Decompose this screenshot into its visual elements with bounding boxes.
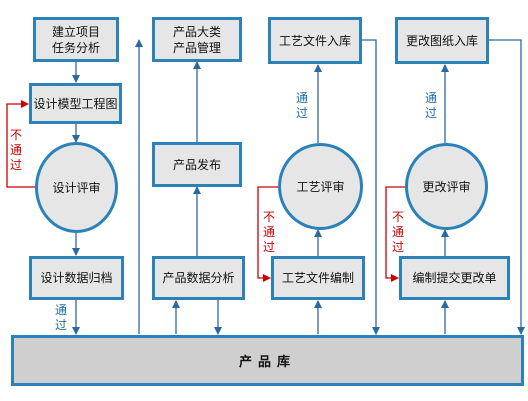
product-analysis-node[interactable]: 产品数据分析 <box>152 256 245 300</box>
design-archive-pass-label: 通 过 <box>55 303 68 332</box>
change-submit-node[interactable]: 编制提交更改单 <box>399 256 510 300</box>
process-review-node[interactable]: 工艺评审 <box>278 143 363 230</box>
process-fail-label: 不 通 过 <box>263 210 276 254</box>
process-compile-node[interactable]: 工艺文件编制 <box>271 256 365 300</box>
design-review-node[interactable]: 设计评审 <box>35 142 118 233</box>
change-review-node[interactable]: 更改评审 <box>405 143 488 230</box>
product-database[interactable]: 产品库 <box>11 335 524 386</box>
arrow-change-store-to-db <box>489 39 525 335</box>
arrow-change-fail-loop <box>385 186 405 282</box>
change-fail-label: 不 通 过 <box>392 210 405 254</box>
arrow-process-fail-loop <box>257 186 278 282</box>
product-release-node[interactable]: 产品发布 <box>152 142 242 187</box>
arrow-design-fail-loop <box>6 100 35 188</box>
change-pass-label: 通 过 <box>425 91 438 120</box>
change-store-node[interactable]: 更改图纸入库 <box>395 17 489 64</box>
process-pass-label: 通 过 <box>296 91 309 120</box>
task-analysis-node[interactable]: 建立项目 任务分析 <box>33 17 119 62</box>
design-model-node[interactable]: 设计模型工程图 <box>29 83 122 124</box>
design-archive-node[interactable]: 设计数据归档 <box>29 256 124 300</box>
product-mgmt-node[interactable]: 产品大类 产品管理 <box>152 17 242 62</box>
process-store-node[interactable]: 工艺文件入库 <box>268 17 362 64</box>
arrow-store-to-db <box>362 39 380 335</box>
design-fail-label: 不 通 过 <box>10 128 23 172</box>
